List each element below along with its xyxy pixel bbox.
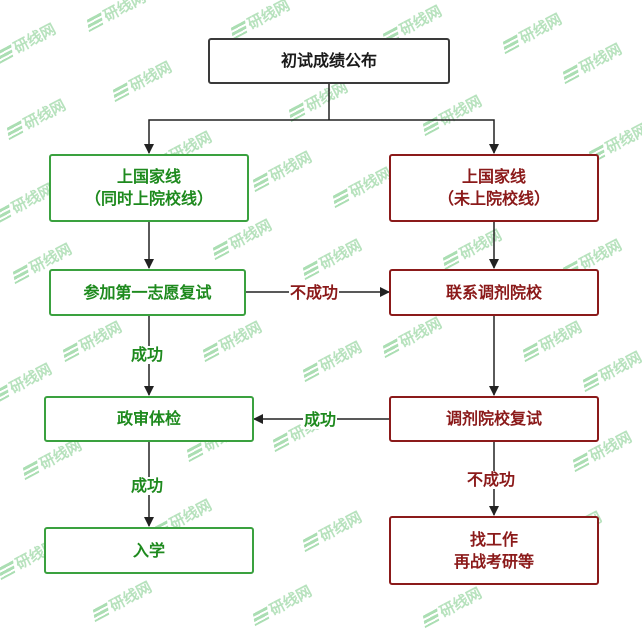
node-first-choice-retest-label: 参加第一志愿复试 (83, 282, 212, 302)
node-start-label: 初试成绩公布 (280, 51, 377, 70)
edge-label-fail-first-choice: 不成功 (289, 283, 340, 302)
node-enroll-label: 入学 (132, 540, 165, 560)
connector-to-pass-both (144, 119, 329, 154)
node-political-exam-label: 政审体检 (116, 409, 181, 428)
node-pass-national-only: 上国家线 （未上院校线） (389, 154, 599, 222)
node-pass-national-line1: 上国家线 (461, 167, 526, 186)
node-fallback: 找工作 再战考研等 (389, 516, 599, 585)
node-pass-both: 上国家线 （同时上院校线） (49, 154, 249, 222)
node-pass-both-line2: （同时上院校线） (84, 189, 213, 208)
node-adjust-retest: 调剂院校复试 (389, 396, 599, 442)
node-adjust-retest-label: 调剂院校复试 (445, 409, 542, 428)
node-pass-both-line1: 上国家线 (116, 167, 181, 186)
connector-to-pass-national (329, 119, 499, 154)
edge-label-success-exam: 成功 (130, 476, 165, 495)
node-contact-adjust: 联系调剂院校 (389, 269, 599, 316)
node-pass-national-line2: （未上院校线） (437, 189, 550, 208)
node-first-choice-retest: 参加第一志愿复试 (49, 269, 246, 316)
node-political-exam: 政审体检 (44, 396, 254, 442)
node-start: 初试成绩公布 (208, 38, 450, 84)
edge-label-success-adjust: 成功 (303, 410, 338, 429)
edge-label-fail-adjust: 不成功 (466, 470, 517, 489)
node-contact-adjust-label: 联系调剂院校 (445, 282, 542, 302)
node-fallback-line2: 再战考研等 (453, 551, 534, 571)
node-enroll: 入学 (44, 527, 254, 574)
node-fallback-line1: 找工作 (469, 529, 518, 549)
edge-label-success-first-choice: 成功 (130, 345, 165, 364)
